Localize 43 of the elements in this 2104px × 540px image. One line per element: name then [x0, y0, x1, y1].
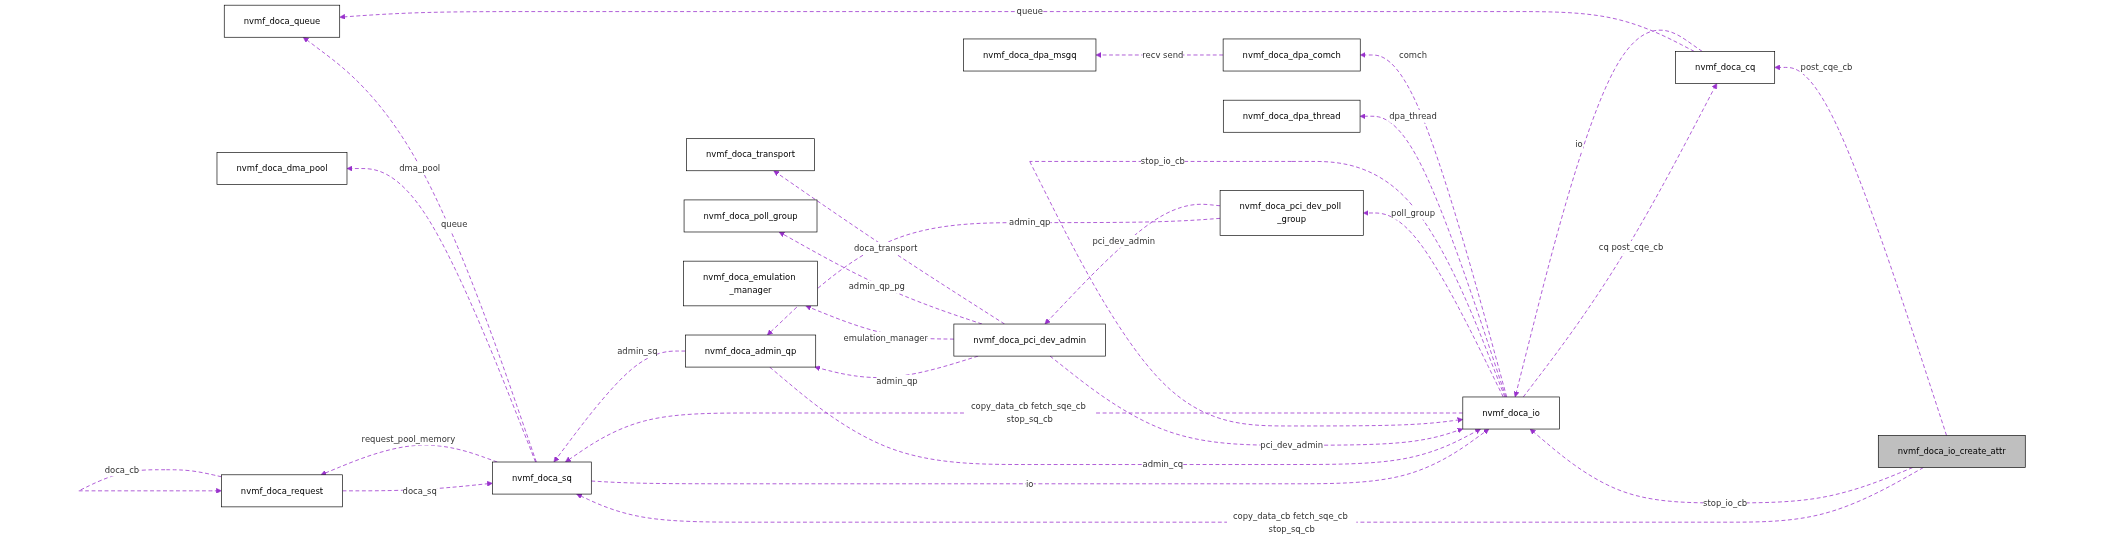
node-box: nvmf_doca_emulation _manager [683, 260, 818, 307]
edge-label: stop_io_cb [1140, 156, 1185, 167]
edge-label: admin_cq [1142, 459, 1184, 470]
edge-label: recv send [1142, 49, 1184, 60]
node-box: nvmf_doca_io_create_attr [1877, 435, 2026, 468]
node-box: nvmf_doca_dma_pool [216, 152, 348, 185]
edge-label: pci_dev_admin [1092, 236, 1156, 246]
node-box: nvmf_doca_admin_qp [685, 334, 817, 368]
node-box: nvmf_doca_dpa_msgq [963, 38, 1097, 72]
edge-label: queue [440, 219, 468, 230]
edge-label: pci_dev_admin [1260, 440, 1324, 450]
edge-label: emulation_manager [843, 333, 928, 343]
edge-label: admin_qp [1009, 217, 1051, 228]
edge-label: dpa_thread [1389, 111, 1437, 121]
edge-label: doca_transport [854, 243, 918, 253]
node-box: nvmf_doca_cq [1675, 51, 1776, 84]
node-box: nvmf_doca_io [1462, 396, 1560, 430]
edge-label: admin_qp [876, 376, 918, 387]
node-box: nvmf_doca_pci_dev_poll _group [1219, 190, 1364, 236]
node-box: nvmf_doca_dpa_thread [1222, 99, 1361, 133]
edge-label: copy_data_cb fetch_sqe_cb stop_sq_cb [970, 401, 1086, 425]
node-box: nvmf_doca_sq [492, 461, 592, 495]
edge-label: queue [1016, 6, 1043, 17]
node-box: nvmf_doca_pci_dev_admin [953, 323, 1106, 357]
node-box: nvmf_doca_dpa_comch [1222, 38, 1361, 72]
node-box: nvmf_doca_transport [686, 138, 815, 172]
edge-label: request_pool_memory [361, 433, 456, 444]
node-box: nvmf_doca_request [221, 474, 343, 508]
edge-label: comch [1399, 49, 1428, 60]
node-box: nvmf_doca_poll_group [683, 199, 818, 233]
edge-label: doca_sq [402, 485, 437, 496]
edge-label: stop_io_cb [1703, 497, 1748, 508]
edge-label: doca_cb [104, 464, 140, 475]
edge-label: cq post_cqe_cb [1598, 242, 1664, 252]
edge-label: dma_pool [399, 163, 441, 174]
edge-label: io [1575, 139, 1583, 150]
edge-label: post_cqe_cb [1800, 62, 1853, 73]
edge-label: admin_qp_pg [848, 281, 905, 292]
node-box: nvmf_doca_queue [223, 4, 341, 38]
edge-label: admin_sq [617, 346, 658, 356]
edge-label: poll_group [1391, 207, 1435, 218]
edge-label: copy_data_cb fetch_sqe_cb stop_sq_cb [1232, 510, 1348, 534]
edge-label: io [1025, 478, 1034, 489]
